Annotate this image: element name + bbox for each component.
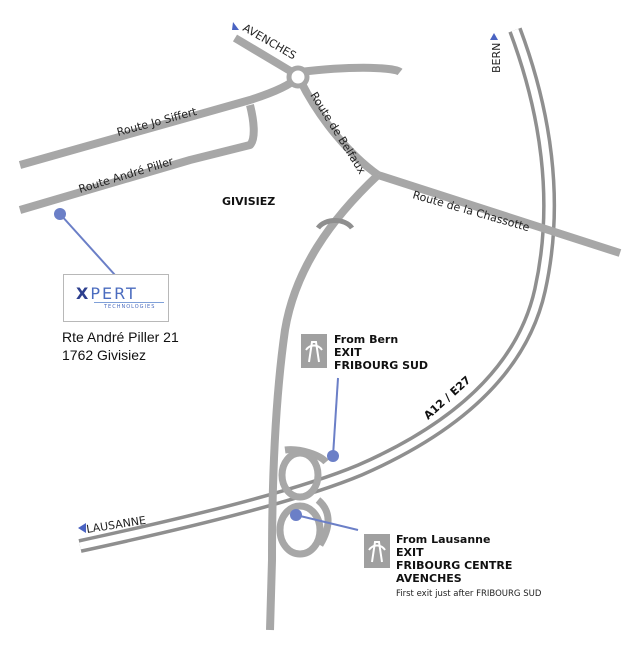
label-givisiez: GIVISIEZ bbox=[222, 195, 275, 208]
address-line2: 1762 Givisiez bbox=[62, 347, 147, 363]
road-main-south bbox=[266, 172, 381, 631]
exit-lausanne-note: First exit just after FRIBOURG SUD bbox=[396, 589, 542, 599]
arrow-bern-icon[interactable] bbox=[490, 33, 498, 40]
road-roundabout-east bbox=[299, 63, 403, 76]
company-pin-line bbox=[59, 213, 116, 276]
label-chassotte: Route de la Chassotte bbox=[411, 188, 531, 234]
arrow-avenches-icon[interactable] bbox=[232, 22, 239, 30]
bridge-symbol bbox=[315, 218, 355, 230]
exit-lausanne-line3: FRIBOURG CENTRE bbox=[396, 559, 513, 572]
arrow-lausanne-icon[interactable] bbox=[78, 523, 86, 533]
exit-lausanne-pin-line bbox=[295, 514, 359, 531]
road-belfaux bbox=[296, 78, 381, 179]
logo-sub: TECHNOLOGIES bbox=[104, 304, 156, 310]
label-belfaux: Route de Belfaux bbox=[307, 90, 368, 177]
motorway-a12 bbox=[78, 27, 557, 553]
interchange bbox=[276, 446, 332, 558]
logo-bar bbox=[94, 302, 164, 303]
exit-lausanne-line2: EXIT bbox=[396, 546, 424, 559]
exit-bern-pin[interactable] bbox=[327, 450, 339, 462]
exit-lausanne-line1: From Lausanne bbox=[396, 533, 491, 546]
label-bern: BERN bbox=[490, 43, 503, 73]
exit-bern-line2: EXIT bbox=[334, 346, 362, 359]
company-pin[interactable] bbox=[54, 208, 66, 220]
exit-lausanne-pin[interactable] bbox=[290, 509, 302, 521]
exit-bern-line3: FRIBOURG SUD bbox=[334, 359, 429, 372]
road-andre-piller bbox=[18, 104, 258, 214]
road-chassotte bbox=[376, 171, 622, 257]
road-avenches bbox=[232, 34, 300, 79]
motorway-sign-icon bbox=[364, 534, 390, 568]
label-andre-piller: Route André Piller bbox=[77, 155, 175, 196]
exit-lausanne-line4: AVENCHES bbox=[396, 572, 462, 585]
address-line1: Rte André Piller 21 bbox=[62, 329, 179, 345]
exit-bern-pin-line bbox=[332, 377, 339, 457]
roundabout bbox=[286, 65, 310, 89]
logo-word: XPERT bbox=[76, 284, 138, 303]
exit-lausanne-text: From Lausanne EXIT FRIBOURG CENTRE AVENC… bbox=[396, 533, 512, 585]
motorway-sign-icon bbox=[301, 334, 327, 368]
exit-bern-line1: From Bern bbox=[334, 333, 399, 346]
company-logo[interactable]: XPERT TECHNOLOGIES bbox=[63, 274, 169, 322]
exit-bern-text: From Bern EXIT FRIBOURG SUD bbox=[334, 333, 428, 372]
